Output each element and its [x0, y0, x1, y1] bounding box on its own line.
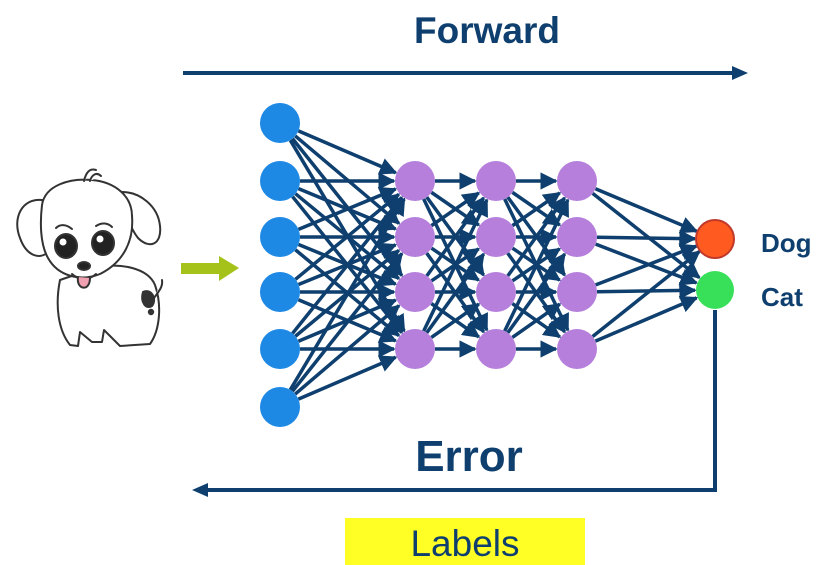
input-node — [260, 161, 300, 201]
connection-arrow — [422, 198, 489, 332]
connection-arrow — [294, 304, 401, 396]
output-node-cat — [696, 271, 734, 309]
labels-highlight — [345, 518, 585, 565]
hidden2-node — [476, 161, 516, 201]
hidden1-node — [395, 161, 435, 201]
connection-arrow — [591, 250, 701, 338]
hidden1-node — [395, 272, 435, 312]
error-label: Error — [415, 432, 523, 481]
error-feedback-arrow — [192, 310, 717, 497]
hidden3-node — [557, 161, 597, 201]
connection-arrow — [503, 198, 570, 332]
hidden3-node — [557, 272, 597, 312]
connection-arrow — [595, 242, 698, 286]
forward-arrow — [183, 66, 748, 80]
input-node — [260, 272, 300, 312]
output-node-dog — [695, 219, 735, 259]
forward-label: Forward — [414, 10, 560, 51]
connection-arrow — [291, 252, 404, 393]
connection-arrow — [596, 229, 697, 248]
connection-arrow — [288, 197, 406, 391]
network-nodes — [260, 103, 735, 427]
network-connections — [288, 129, 701, 401]
hidden3-node — [557, 217, 597, 257]
connection-arrow — [596, 281, 697, 300]
connection-arrow — [425, 252, 486, 334]
connection-arrow — [294, 192, 401, 281]
input-node — [260, 387, 300, 427]
connection-arrow — [594, 296, 699, 343]
connection-arrow — [506, 252, 567, 334]
connection-arrow — [297, 186, 398, 231]
connection-arrow — [430, 302, 481, 339]
hidden1-node — [395, 217, 435, 257]
input-node — [260, 103, 300, 143]
connection-arrow — [291, 196, 404, 335]
input-node — [260, 217, 300, 257]
output-label-dog: Dog — [761, 228, 812, 258]
puppy-image — [16, 168, 164, 347]
output-label-cat: Cat — [761, 282, 803, 312]
connection-arrow — [297, 129, 398, 175]
hidden3-node — [557, 329, 597, 369]
connection-arrow — [511, 302, 562, 339]
connection-arrow — [297, 355, 398, 401]
hidden1-node — [395, 329, 435, 369]
connection-arrow — [595, 243, 698, 287]
hidden2-node — [476, 329, 516, 369]
input-node — [260, 329, 300, 369]
hidden2-node — [476, 272, 516, 312]
hidden2-node — [476, 217, 516, 257]
connection-arrow — [594, 187, 699, 234]
input-arrow — [181, 256, 239, 281]
labels-text: Labels — [410, 523, 519, 564]
